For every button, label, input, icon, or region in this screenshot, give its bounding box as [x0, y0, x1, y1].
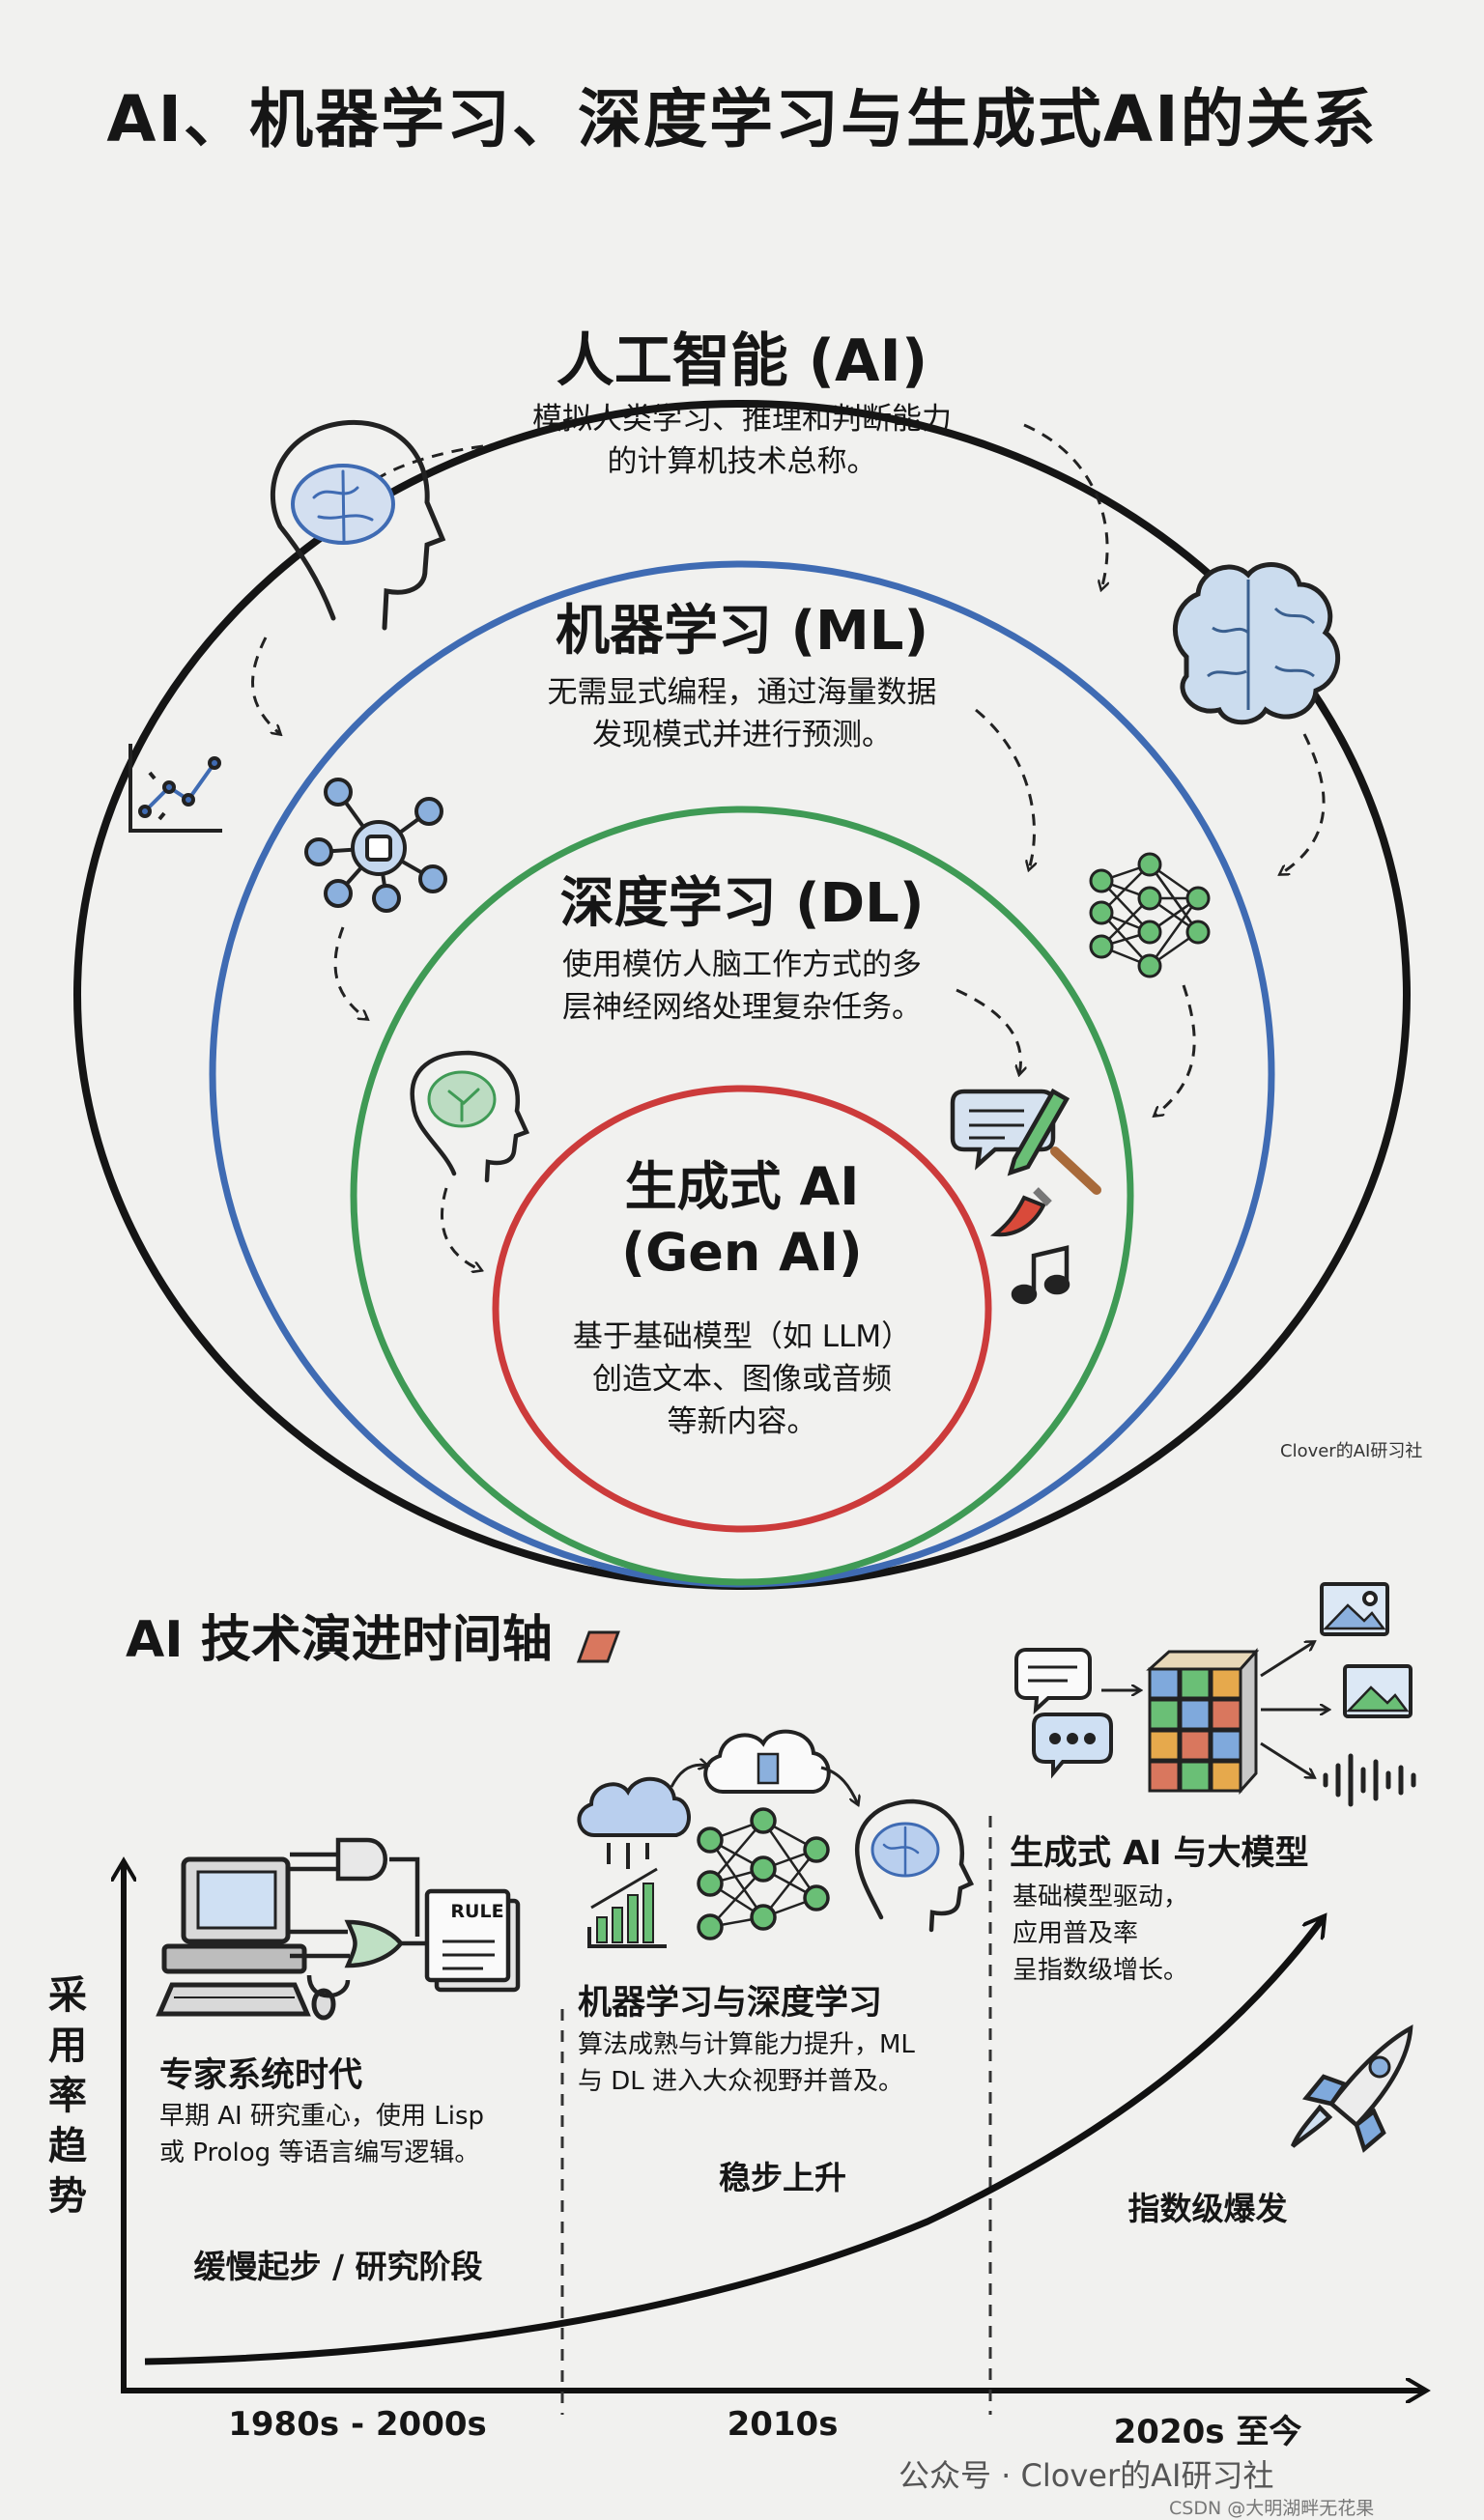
rule-document-icon — [424, 1888, 521, 1993]
mldl-heading: 机器学习与深度学习 — [578, 1984, 883, 2023]
mldl-description: 算法成熟与计算能力提升，ML 与 DL 进入大众视野并普及。 — [578, 2026, 984, 2100]
arrow-cube-to-image1 — [1260, 1642, 1314, 1678]
ml-description-line: 无需显式编程，通过海量数据 — [547, 675, 937, 710]
ai-description-line: 的计算机技术总称。 — [607, 444, 877, 479]
arrow-cloud-to-server — [670, 1765, 707, 1788]
image-output-icon — [1320, 1582, 1413, 1718]
arrow-dl-left — [441, 1187, 482, 1270]
cloud-data-icon — [577, 1776, 691, 1948]
arrow-cube-to-audio — [1260, 1741, 1314, 1777]
gen-phase: 指数级爆发 — [1127, 2190, 1288, 2227]
expert-description-line: 早期 AI 研究重心，使用 Lisp — [159, 2102, 485, 2131]
ml-title: 机器学习 (ML) — [555, 600, 929, 663]
mldl-description-line: 算法成熟与计算能力提升，ML — [578, 2030, 915, 2059]
gen-description: 基础模型驱动， 应用普及率 呈指数级增长。 — [1013, 1879, 1380, 1989]
small-neural-net-icon — [697, 1807, 830, 1940]
arrow-brain-down — [251, 637, 280, 734]
dl-description-line: 层神经网络处理复杂任务。 — [562, 990, 922, 1025]
ai-title: 人工智能 (AI) — [556, 327, 928, 395]
ml-hub-network-icon — [304, 778, 447, 913]
genai-title-line: (Gen AI) — [621, 1222, 863, 1283]
rocket-icon — [1290, 2024, 1413, 2153]
expert-phase: 缓慢起步 / 研究阶段 — [193, 2248, 483, 2285]
neural-network-icon — [1089, 852, 1211, 978]
expert-heading: 专家系统时代 — [159, 2056, 363, 2095]
head-brain-icon — [270, 419, 446, 631]
csdn-watermark: CSDN @大明湖畔无花果 — [1169, 2498, 1375, 2519]
arrow-ml-left — [333, 926, 367, 1019]
gen-description-line: 呈指数级增长。 — [1013, 1956, 1189, 1985]
gen-description-line: 应用普及率 — [1013, 1919, 1139, 1948]
arrow-brain2-right — [1280, 733, 1326, 874]
arrow-ml-right — [975, 708, 1034, 869]
model-cube-icon — [576, 1630, 1260, 1795]
dl-title: 深度学习 (DL) — [559, 872, 925, 935]
brain-icon — [1172, 562, 1341, 725]
watermark-small: Clover的AI研习社 — [1280, 1441, 1423, 1461]
expert-description: 早期 AI 研究重心，使用 Lisp 或 Prolog 等语言编写逻辑。 — [159, 2098, 565, 2171]
ai-description: 模拟人类学习、推理和判断能力 的计算机技术总称。 — [404, 398, 1080, 483]
gen-era: 2020s 至今 — [1113, 2413, 1302, 2451]
timeline-title: AI 技术演进时间轴 — [126, 1611, 553, 1669]
music-note-icon — [1011, 1245, 1070, 1305]
arrow-nn-down — [1155, 984, 1196, 1116]
arrow-dl-right — [956, 988, 1020, 1074]
cloud-server-icon — [703, 1729, 831, 1794]
ml-description: 无需显式编程，通过海量数据 发现模式并进行预测。 — [404, 671, 1080, 756]
dl-description-line: 使用模仿人脑工作方式的多 — [562, 948, 922, 982]
paintbrush-icon — [989, 1147, 1101, 1237]
computer-icon — [156, 1856, 336, 2021]
mldl-phase: 稳步上升 — [719, 2159, 846, 2196]
logic-gate-icon — [290, 1837, 430, 1998]
main-title: AI、机器学习、深度学习与生成式AI的关系 — [106, 82, 1378, 156]
genai-title-line: 生成式 AI — [624, 1156, 860, 1217]
genai-title: 生成式 AI (Gen AI) — [500, 1154, 984, 1286]
gen-description-line: 基础模型驱动， — [1013, 1883, 1189, 1911]
ml-description-line: 发现模式并进行预测。 — [592, 718, 892, 752]
chat-pen-icon — [950, 1088, 1070, 1176]
expert-description-line: 或 Prolog 等语言编写逻辑。 — [159, 2138, 480, 2167]
gen-heading: 生成式 AI 与大模型 — [1010, 1834, 1309, 1873]
ai-description-line: 模拟人类学习、推理和判断能力 — [532, 402, 952, 437]
dl-description: 使用模仿人脑工作方式的多 层神经网络处理复杂任务。 — [404, 944, 1080, 1029]
ml-head-brain-icon — [854, 1798, 975, 1933]
adoption-curve — [144, 1917, 1324, 2365]
genai-description: 基于基础模型（如 LLM） 创造文本、图像或音频 等新内容。 — [452, 1316, 1032, 1443]
arrow-server-to-head — [820, 1766, 858, 1804]
mldl-description-line: 与 DL 进入大众视野并普及。 — [578, 2067, 904, 2096]
genai-circle — [492, 1085, 992, 1533]
genai-description-line: 创造文本、图像或音频 — [592, 1362, 892, 1397]
arrow-ai-right — [1023, 423, 1107, 589]
head-circuit-icon — [410, 1050, 530, 1183]
genai-description-line: 等新内容。 — [667, 1404, 817, 1439]
audio-waveform-icon — [1323, 1753, 1416, 1807]
line-chart-icon — [128, 744, 222, 833]
wechat-watermark: 公众号 · Clover的AI研习社 — [899, 2457, 1274, 2494]
rule-label: RULE — [450, 1901, 504, 1922]
mldl-era: 2010s — [727, 2405, 839, 2444]
dl-circle — [350, 806, 1134, 1586]
genai-description-line: 基于基础模型（如 LLM） — [572, 1319, 912, 1354]
chat-bubbles-icon — [1014, 1648, 1113, 1779]
y-axis-label: 采用率趋势 — [48, 1973, 87, 2219]
expert-era: 1980s - 2000s — [228, 2405, 487, 2444]
